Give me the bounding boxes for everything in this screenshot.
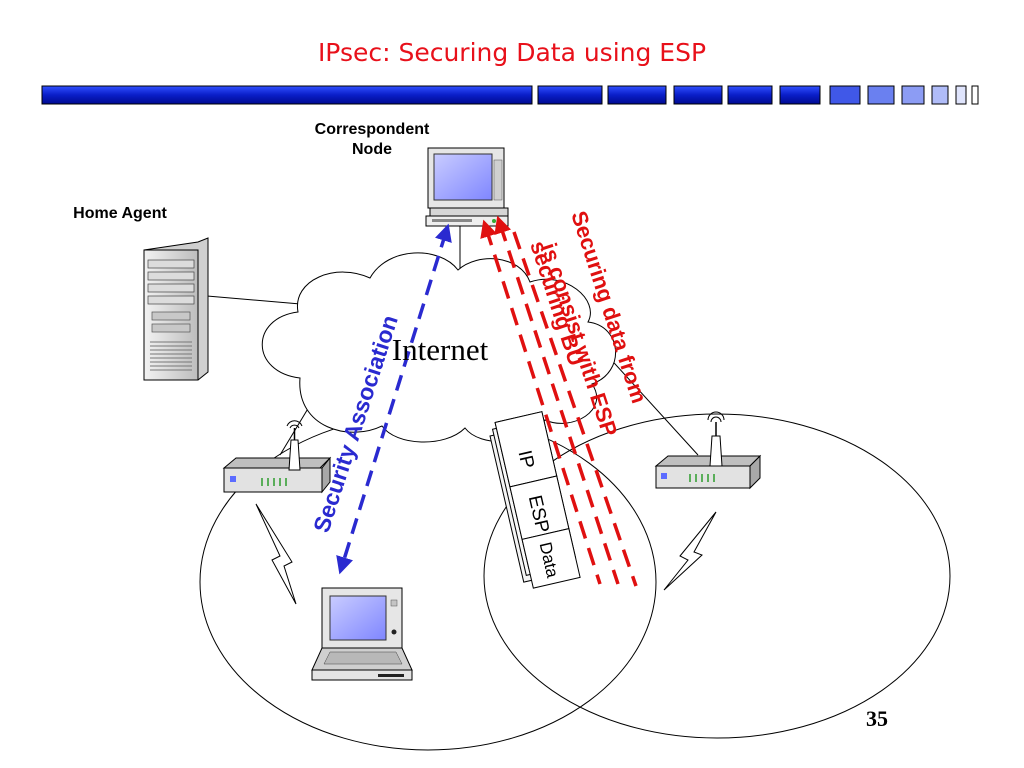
page-number: 35 [866,706,888,731]
slide-title: IPsec: Securing Data using ESP [317,38,707,67]
red-arrow-1 [480,219,602,585]
right-wireless-link-icon [663,511,717,591]
red-arrow-2 [494,215,620,585]
red-arrow-3 [512,231,638,587]
esp-packet: IP ESP Data [489,411,581,589]
right-network-ellipse [483,413,951,739]
esp-data-arrows [480,215,638,587]
left-access-router-icon [222,420,332,494]
home-agent-label: Home Agent [73,205,167,222]
security-association-arrow [336,223,452,575]
right-access-router-icon [654,411,762,490]
title-bar [41,85,979,105]
mobile-node-laptop-icon [311,587,413,681]
internet-label: Internet [392,332,489,367]
correspondent-node-label: Correspondent Node [314,121,430,158]
left-wireless-link-icon [255,503,297,605]
packet-field-ip: IP [513,448,538,470]
home-agent-server-icon [143,237,209,381]
correspondent-node-desktop-icon [425,147,509,227]
